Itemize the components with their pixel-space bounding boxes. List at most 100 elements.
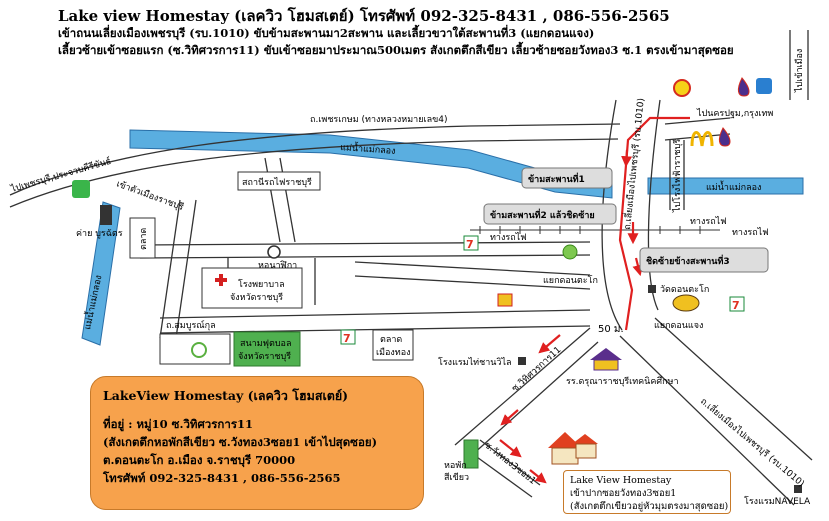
label-stadium-1: สนามฟุตบอล bbox=[240, 339, 291, 349]
ptt-logo-2-icon bbox=[718, 127, 731, 147]
directions-line-1: เข้าถนนเลี่ยงเมืองเพชรบุรี (รบ.1010) ขับ… bbox=[58, 26, 595, 40]
label-market-wangthong-1: ตลาด bbox=[380, 335, 402, 345]
building-market-left bbox=[129, 217, 156, 259]
sign-bridge-1-box bbox=[521, 167, 613, 189]
map-title: Lake view Homestay (เลควิว โฮมสเตย์) โทร… bbox=[58, 7, 670, 25]
label-stadium-2: จังหวัดราชบุรี bbox=[238, 351, 291, 362]
building-market-wangthong bbox=[372, 329, 414, 361]
svg-text:7: 7 bbox=[343, 332, 351, 345]
road-soi-left bbox=[454, 327, 591, 446]
label-railway-station: สถานีรถไฟราชบุรี bbox=[242, 177, 312, 188]
hospital-cross-icon bbox=[215, 274, 227, 286]
label-samatchakun: ถ.สมบูรณ์กุล bbox=[166, 319, 216, 331]
label-school: รร.ดรุณาราชบุรีเทคนิคศึกษา bbox=[566, 376, 679, 387]
road-dontako-bottom bbox=[354, 275, 591, 290]
gas-station-icon bbox=[562, 244, 578, 260]
label-camp-line: ค่าย บูรฉัตร bbox=[76, 229, 123, 239]
road-entrance-right bbox=[175, 199, 197, 339]
building-camp bbox=[100, 205, 112, 225]
route-arrow-5 bbox=[500, 409, 519, 426]
road-station-right bbox=[279, 157, 296, 243]
road-mid-top bbox=[139, 241, 591, 246]
label-junction-donchaeng: แยกดอนแจง bbox=[654, 321, 703, 331]
info-address-3: ต.ดอนตะโก อ.เมือง จ.ราชบุรี 70000 bbox=[103, 453, 296, 467]
label-vertical-right: ไปเข้าเมือง bbox=[794, 49, 805, 93]
route-line bbox=[618, 116, 690, 331]
label-to-ratchaburi-road: ไปโรงไฟฟ้าราชบุรี bbox=[672, 139, 683, 213]
label-hospital-1: โรงพยาบาล bbox=[238, 279, 285, 290]
road-lower-right bbox=[654, 317, 813, 461]
label-into-ratchaburi: เข้าตัวเมืองราชบุรี bbox=[115, 178, 185, 213]
callout-line-3: (สังเกตตึกเขียวอยู่หัวมุมตรงมาสุดซอย) bbox=[570, 501, 729, 512]
label-railway-right: ทางรถไฟ bbox=[732, 227, 769, 238]
homestay-info-box: LakeView Homestay (เลควิว โฮมสเตย์) ที่อ… bbox=[90, 376, 424, 510]
route-arrow-4 bbox=[538, 334, 561, 354]
svg-text:7: 7 bbox=[466, 238, 474, 251]
sign-bridge-2: ข้ามสะพานที่2 แล้วชิดซ้าย bbox=[490, 208, 595, 221]
label-bypass-vertical: ถ.เลี่ยงเมืองไปเพชรบุรี (รบ.1010) bbox=[620, 97, 647, 230]
road-phetkasem-upper bbox=[9, 123, 621, 196]
info-phone: โทรศัพท์ 092-325-8431 , 086-556-2565 bbox=[103, 471, 341, 485]
label-railway-left: ทางรถไฟ bbox=[490, 232, 527, 243]
label-wat-dontako: วัดดอนตะโก bbox=[660, 284, 709, 295]
callout-line-2: เข้าปากซอยวังทอง3ซอย1 bbox=[570, 488, 677, 499]
info-title: LakeView Homestay (เลควิว โฮมสเตย์) bbox=[103, 388, 349, 403]
hotel-chanwilai-marker-icon bbox=[518, 357, 526, 365]
road-lower-left bbox=[619, 335, 795, 506]
wat-marker-icon bbox=[648, 285, 656, 293]
building-left-bottom bbox=[159, 333, 231, 365]
label-green-building-1: หอพัก bbox=[444, 461, 467, 471]
route-arrow-1 bbox=[621, 149, 633, 168]
clock-tower-icon bbox=[267, 245, 281, 259]
robinson-logo-icon bbox=[191, 342, 207, 358]
label-market-left: ตลาด bbox=[139, 228, 149, 250]
label-to-nakhonpathom: ไปนครปฐม,กรุงเทพ bbox=[696, 108, 773, 119]
road-to-nakhon-2 bbox=[664, 133, 731, 141]
homestay-callout: Lake View Homestay เข้าปากซอยวังทอง3ซอย1… bbox=[563, 470, 731, 514]
bigc-logo-icon bbox=[497, 293, 513, 307]
mcdonalds-logo-icon bbox=[690, 131, 714, 147]
directions-line-2: เลี้ยวซ้ายเข้าซอยแรก (ซ.วิทิศวรการ11) ขั… bbox=[58, 43, 734, 57]
building-green-dorm bbox=[463, 439, 479, 469]
building-railway-station bbox=[237, 171, 321, 191]
sign-bridge-1: ข้ามสะพานที่1 bbox=[528, 172, 585, 185]
label-river-right: แม่น้ำแม่กลอง bbox=[706, 180, 761, 193]
road-phetkasem-lower bbox=[9, 138, 619, 208]
label-camp: ค่าย บูรฉัตร bbox=[76, 229, 123, 239]
sign-bridge-3: ชิดซ้ายข้างสะพานที่3 bbox=[646, 254, 730, 267]
label-clock-tower: หอนาฬิกา bbox=[258, 260, 297, 271]
road-wangthong-right bbox=[469, 451, 533, 498]
river-left bbox=[81, 201, 121, 346]
label-junction-dontako: แยกดอนตะโก bbox=[543, 275, 598, 286]
esso-logo-icon bbox=[756, 78, 772, 94]
label-railway-top: ทางรถไฟ bbox=[690, 216, 727, 227]
road-samatchakun-top bbox=[159, 309, 591, 319]
school-icon bbox=[590, 348, 622, 360]
road-bypass-left bbox=[601, 99, 623, 331]
river-upper bbox=[129, 129, 613, 199]
tesco-logo-icon bbox=[672, 294, 700, 312]
road-mid-bottom bbox=[139, 254, 591, 259]
road-bypass-right bbox=[647, 99, 661, 311]
label-distance: 50 ม. bbox=[598, 324, 624, 335]
sign-bridge-2-box bbox=[483, 203, 617, 225]
hotel-navela-marker-icon bbox=[794, 485, 802, 493]
label-soi-withit: ซ.วิทิศวรการ11 bbox=[510, 344, 564, 394]
label-green-building-2: สีเขียว bbox=[444, 472, 469, 483]
building-stadium bbox=[233, 331, 301, 367]
label-market-wangthong-2: เมืองทอง bbox=[376, 347, 411, 358]
lotus-logo-icon bbox=[72, 180, 90, 198]
sign-bridge-3-box bbox=[639, 247, 769, 273]
label-hospital-2: จังหวัดราชบุรี bbox=[230, 292, 283, 303]
label-phetkasem: ถ.เพชรเกษม (ทางหลวงหมายเลข4) bbox=[310, 115, 447, 125]
route-arrow-7 bbox=[529, 469, 547, 484]
homestay-house-icon bbox=[548, 432, 598, 465]
callout-line-1: Lake View Homestay bbox=[570, 475, 672, 486]
seven-eleven-icon-2: 7 bbox=[340, 329, 356, 345]
road-to-nakhon-1 bbox=[664, 117, 731, 125]
seven-eleven-icon-1: 7 bbox=[463, 235, 479, 251]
river-right bbox=[647, 177, 804, 195]
svg-text:7: 7 bbox=[732, 299, 740, 312]
building-hospital bbox=[201, 267, 303, 309]
